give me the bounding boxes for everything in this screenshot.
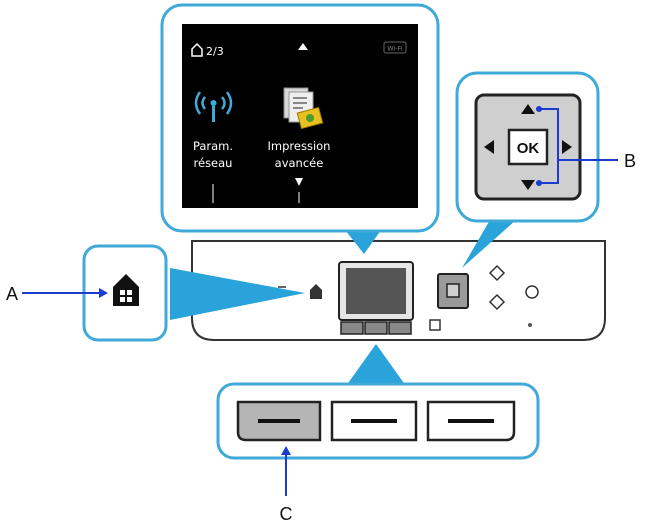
menu-item-2-line1: Impression: [268, 139, 331, 153]
dpad-callout-pointer: [462, 220, 516, 268]
wifi-badge-text: Wi-Fi: [387, 45, 403, 53]
panel-function-button-1[interactable]: [340, 321, 364, 335]
panel-ok-button[interactable]: [446, 283, 460, 298]
wireless-antenna-icon: [194, 91, 233, 122]
panel-function-button-2[interactable]: [364, 321, 388, 335]
dpad-left-arrow[interactable]: [484, 140, 494, 154]
dpad-up-arrow[interactable]: [521, 104, 535, 114]
panel-lcd-screen: [346, 268, 406, 314]
bracket-dot-down: [536, 180, 542, 186]
panel-round-button[interactable]: [525, 285, 539, 299]
wifi-badge: [383, 41, 407, 54]
lcd-callout-pointer: [342, 226, 384, 254]
home-small-icon: [191, 42, 203, 57]
dpad-updown-bracket: [536, 108, 559, 184]
menu-item-1-line1: Param.: [193, 139, 233, 153]
home-callout-pointer: [170, 268, 305, 320]
menu-item-advanced-print[interactable]: Impression avancée: [268, 87, 331, 170]
ok-button[interactable]: [507, 128, 549, 166]
menu-item-2-line2: avancée: [275, 156, 324, 170]
advanced-print-icon: [283, 87, 324, 130]
bracket-dot-up: [536, 106, 542, 112]
function-callout-pointer: [346, 344, 406, 386]
panel-function-button-3[interactable]: [388, 321, 412, 335]
callout-b-label: B: [624, 151, 636, 171]
panel-lamp: [528, 323, 532, 327]
callout-a-arrowhead: [99, 288, 108, 298]
panel-stop-square[interactable]: [429, 319, 441, 331]
scroll-up-icon[interactable]: [298, 43, 308, 50]
menu-item-1-line2: réseau: [194, 156, 233, 170]
panel-diamond-2[interactable]: [488, 293, 506, 311]
scroll-down-icon[interactable]: [295, 178, 303, 186]
callout-c-label: C: [280, 504, 293, 524]
page-indicator: 2/3: [206, 45, 224, 58]
menu-item-network-settings[interactable]: Param. réseau: [193, 91, 233, 170]
dpad-down-arrow[interactable]: [521, 180, 535, 190]
home-icon[interactable]: [113, 274, 139, 306]
callout-c-arrowhead: [281, 446, 291, 455]
ok-button-label: OK: [517, 140, 540, 157]
dpad-right-arrow[interactable]: [562, 140, 572, 154]
panel-diamond-1[interactable]: [488, 264, 506, 282]
panel-home-button[interactable]: [310, 284, 322, 299]
callout-a-label: A: [6, 284, 18, 304]
